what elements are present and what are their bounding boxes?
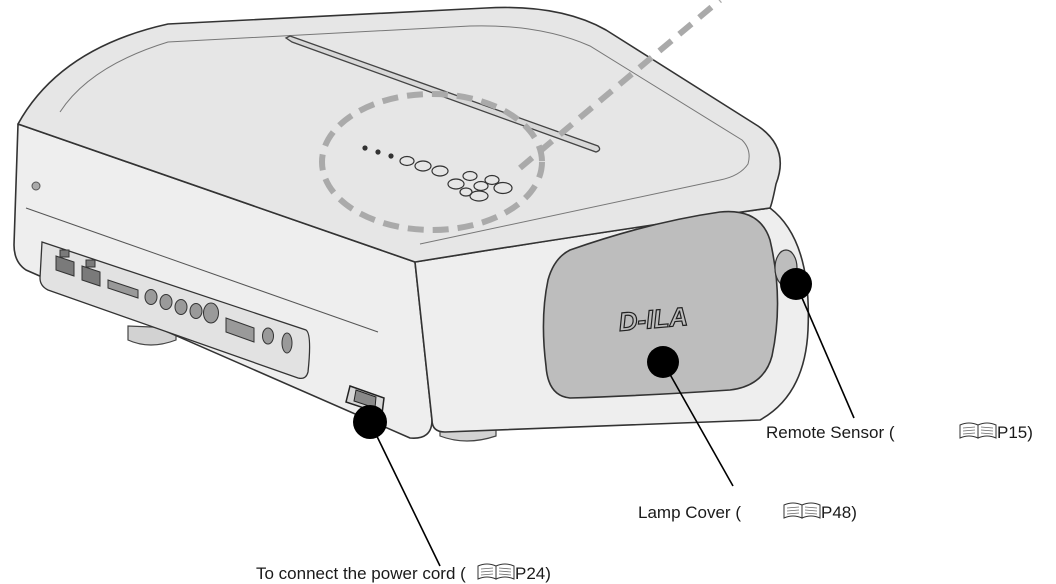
callout-markers <box>353 268 812 439</box>
lamp-cover-marker <box>647 346 679 378</box>
remote-sensor-marker <box>780 268 812 300</box>
controls-dashed-ring <box>319 91 545 233</box>
callout-remote-sensor: Remote Sensor ( P15) <box>766 422 1033 442</box>
projector-top <box>17 6 782 263</box>
open-book-icon <box>959 422 997 439</box>
projector-side-panel <box>13 123 433 439</box>
top-panel-edge <box>59 25 750 245</box>
power-cord-marker <box>353 405 387 439</box>
side-panel-crease <box>25 207 379 333</box>
signal-dashed-line <box>518 0 722 171</box>
lamp-cover-page: P48) <box>821 503 857 522</box>
remote-sensor-label: Remote Sensor ( <box>766 423 895 442</box>
remote-sensor-page: P15) <box>997 423 1033 442</box>
dila-logo: D-ILA <box>617 301 689 337</box>
open-book-icon <box>783 502 821 519</box>
connector-panel <box>39 241 311 380</box>
power-cord-label: To connect the power cord ( <box>256 564 466 583</box>
open-book-icon <box>477 563 515 580</box>
power-cord-page: P24) <box>515 564 551 583</box>
callout-lamp-cover: Lamp Cover ( P48) <box>638 502 857 522</box>
connector-ports <box>55 249 293 354</box>
lamp-cover <box>542 210 779 399</box>
lamp-cover-label: Lamp Cover ( <box>638 503 741 522</box>
callout-power-cord: To connect the power cord ( P24) <box>256 563 551 583</box>
side-indicator-dot <box>31 181 41 191</box>
callout-leaders <box>369 283 855 567</box>
top-control-buttons <box>362 145 513 202</box>
